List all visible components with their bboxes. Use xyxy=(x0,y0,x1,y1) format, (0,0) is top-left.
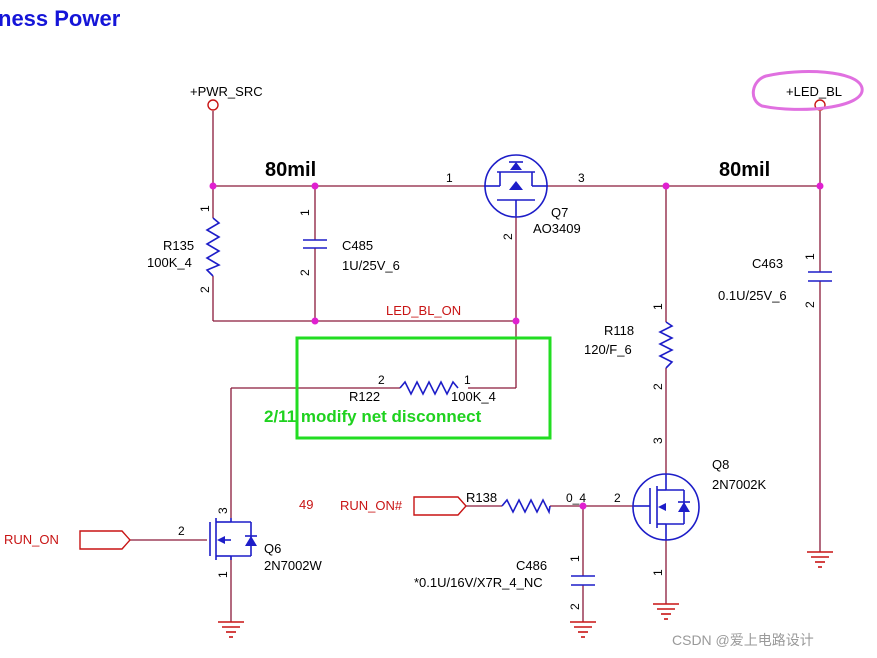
q8-mosfet: 2 3 1 Q8 2N7002K xyxy=(614,437,767,576)
q8-ref: Q8 xyxy=(712,457,729,472)
watermark: CSDN @爱上电路设计 xyxy=(672,632,814,648)
svg-text:1: 1 xyxy=(803,253,817,260)
q7-ref: Q7 xyxy=(551,205,568,220)
ground-icon xyxy=(807,551,833,568)
pwr-src-label: +PWR_SRC xyxy=(190,84,263,99)
led-bl-label: +LED_BL xyxy=(786,84,842,99)
svg-text:2: 2 xyxy=(803,301,817,308)
r135-resistor: 1 2 R135 100K_4 xyxy=(147,205,221,293)
svg-text:3: 3 xyxy=(216,507,230,514)
r138-resistor: R138 0_4 xyxy=(466,490,586,515)
pwr-src-port: +PWR_SRC xyxy=(190,84,263,111)
svg-text:1: 1 xyxy=(446,171,453,185)
svg-text:1: 1 xyxy=(568,555,582,562)
r118-ref: R118 xyxy=(604,323,634,338)
ground-icon xyxy=(570,621,596,638)
c486-value: *0.1U/16V/X7R_4_NC xyxy=(414,575,543,590)
page-title: ness Power xyxy=(0,6,121,31)
svg-text:1: 1 xyxy=(651,303,665,310)
q7-value: AO3409 xyxy=(533,221,581,236)
led-bl-port: +LED_BL xyxy=(751,70,864,111)
c463-ref: C463 xyxy=(752,256,783,271)
c463-value: 0.1U/25V_6 xyxy=(718,288,787,303)
svg-text:1: 1 xyxy=(198,205,212,212)
ground-icon xyxy=(653,603,679,620)
svg-text:2: 2 xyxy=(378,373,385,387)
r122-resistor: 2 1 R122 100K_4 xyxy=(349,373,496,404)
net-run-on-n-ref: 49 xyxy=(299,497,313,512)
svg-text:1: 1 xyxy=(651,569,665,576)
c485-capacitor: 1 2 C485 1U/25V_6 xyxy=(298,209,400,276)
net-run-on: RUN_ON xyxy=(4,532,59,547)
svg-text:2: 2 xyxy=(298,269,312,276)
r135-ref: R135 xyxy=(163,238,194,253)
ground-icon xyxy=(218,621,244,638)
svg-text:2: 2 xyxy=(651,383,665,390)
svg-text:1: 1 xyxy=(298,209,312,216)
q8-value: 2N7002K xyxy=(712,477,767,492)
q7-mosfet: 1 3 2 Q7 AO3409 xyxy=(446,154,585,240)
net-led-bl-on: LED_BL_ON xyxy=(386,303,461,318)
svg-text:1: 1 xyxy=(216,571,230,578)
c485-value: 1U/25V_6 xyxy=(342,258,400,273)
svg-text:2: 2 xyxy=(568,603,582,610)
junctions xyxy=(209,182,824,510)
c486-capacitor: 1 2 C486 *0.1U/16V/X7R_4_NC xyxy=(414,555,595,610)
r122-ref: R122 xyxy=(349,389,380,404)
c486-ref: C486 xyxy=(516,558,547,573)
highlight-ellipse xyxy=(751,70,864,111)
r135-value: 100K_4 xyxy=(147,255,192,270)
r138-value: 0_4 xyxy=(566,491,586,505)
svg-text:2: 2 xyxy=(178,524,185,538)
r118-value: 120/F_6 xyxy=(584,342,632,357)
r122-value: 100K_4 xyxy=(451,389,496,404)
modify-highlight-box xyxy=(295,336,552,440)
svg-text:1: 1 xyxy=(464,373,471,387)
modify-note: 2/11 modify net disconnect xyxy=(264,407,482,426)
svg-text:2: 2 xyxy=(614,491,621,505)
svg-text:3: 3 xyxy=(651,437,665,444)
c485-ref: C485 xyxy=(342,238,373,253)
run-on-n-port: RUN_ON# 49 xyxy=(299,496,467,516)
svg-text:2: 2 xyxy=(198,286,212,293)
run-on-port: RUN_ON xyxy=(4,530,131,550)
q6-value: 2N7002W xyxy=(264,558,323,573)
trace-width-left: 80mil xyxy=(265,159,316,181)
ground-symbols xyxy=(218,551,833,638)
r138-ref: R138 xyxy=(466,490,497,505)
svg-text:3: 3 xyxy=(578,171,585,185)
net-run-on-n: RUN_ON# xyxy=(340,498,403,513)
q6-ref: Q6 xyxy=(264,541,281,556)
q6-mosfet: 2 3 1 Q6 2N7002W xyxy=(178,507,323,578)
wires xyxy=(130,111,821,622)
r118-resistor: 1 2 R118 120/F_6 xyxy=(584,303,674,390)
svg-text:2: 2 xyxy=(501,233,515,240)
trace-width-right: 80mil xyxy=(719,159,770,181)
c463-capacitor: 1 2 C463 0.1U/25V_6 xyxy=(718,253,832,308)
